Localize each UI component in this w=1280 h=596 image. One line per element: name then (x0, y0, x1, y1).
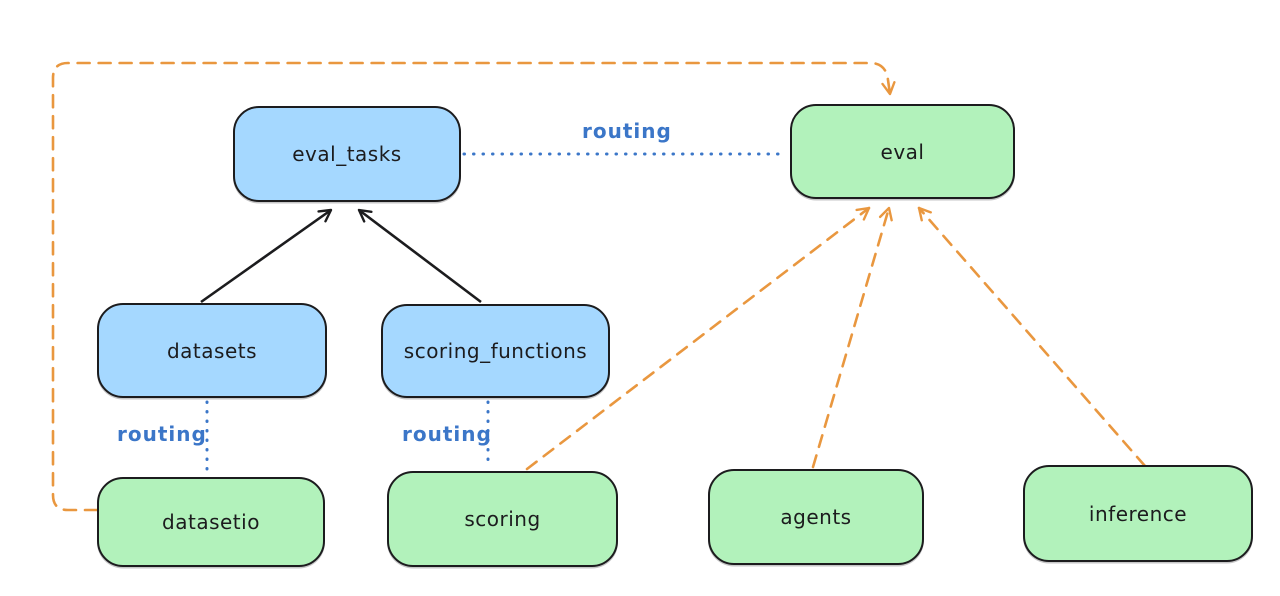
routing-label-datasets-datasetio: routing (117, 422, 207, 446)
node-agents: agents (708, 469, 924, 565)
node-datasets-label: datasets (166, 338, 258, 363)
node-eval-tasks-label: eval_tasks (292, 142, 402, 166)
node-eval-tasks: eval_tasks (233, 106, 461, 202)
node-scoring: scoring (387, 471, 618, 567)
routing-label-eval-tasks-eval: routing (582, 119, 672, 143)
edge-scoring_functions-to-eval_tasks (357, 208, 482, 304)
edge-datasetio-to-eval (51, 61, 896, 512)
edge-inference-to-eval (917, 206, 1147, 468)
node-scoring-functions: scoring_functions (381, 304, 610, 398)
node-scoring-functions-label: scoring_functions (403, 339, 588, 363)
node-datasetio: datasetio (97, 477, 325, 567)
node-datasets: datasets (97, 303, 327, 398)
node-inference: inference (1023, 465, 1253, 562)
node-datasetio-label: datasetio (162, 510, 260, 534)
edge-scoring-to-eval (525, 206, 871, 471)
node-eval: eval (790, 104, 1015, 199)
routing-label-scoring-functions-scoring: routing (402, 422, 492, 446)
node-scoring-label: scoring (464, 507, 541, 531)
edge-datasets-to-eval_tasks (200, 208, 333, 304)
node-agents-label: agents (780, 505, 852, 529)
node-inference-label: inference (1088, 501, 1188, 526)
edge-agents-to-eval (811, 206, 893, 469)
node-eval-label: eval (880, 139, 925, 164)
